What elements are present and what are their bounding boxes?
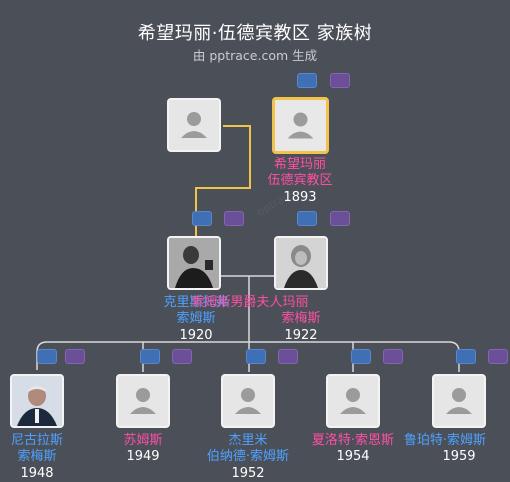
tag-purple[interactable] (330, 73, 350, 88)
person-child4-year: 1954 (336, 449, 370, 464)
person-gen1-mother-year: 1893 (283, 190, 317, 205)
person-child2-year: 1949 (126, 449, 160, 464)
person-gen2-father-photo[interactable] (167, 236, 221, 290)
tag-blue[interactable] (456, 349, 476, 364)
person-child5-photo[interactable] (432, 374, 486, 428)
tag-blue[interactable] (351, 349, 371, 364)
person-child3-year: 1952 (231, 466, 265, 481)
person-child3-name2: 伯纳德·索姆斯 (206, 449, 290, 464)
person-child1-year: 1948 (20, 466, 54, 481)
person-placeholder-icon (181, 112, 207, 138)
person-gen2-mother-name2: 索梅斯 (281, 311, 321, 326)
tag-purple[interactable] (488, 349, 508, 364)
person-gen1-mother-name1: 希望玛丽 (273, 157, 326, 172)
tag-purple[interactable] (224, 211, 244, 226)
person-child1-photo[interactable] (10, 374, 64, 428)
tag-blue[interactable] (246, 349, 266, 364)
person-child5-name1: 鲁珀特·索姆斯 (403, 433, 487, 448)
person-child5-year: 1959 (442, 449, 476, 464)
person-gen1-mother-photo[interactable] (272, 97, 329, 154)
tag-purple[interactable] (330, 211, 350, 226)
person-gen1-mother-name2: 伍德宾教区 (267, 173, 333, 188)
person-placeholder-icon (235, 388, 261, 414)
person-gen1-father-photo[interactable] (167, 98, 221, 152)
person-child2-photo[interactable] (116, 374, 170, 428)
person-placeholder-icon (340, 388, 366, 414)
portrait-photo (12, 376, 62, 426)
person-placeholder-icon (287, 112, 314, 139)
person-gen2-father-name1: 克里斯托弗 (163, 295, 229, 310)
tag-purple[interactable] (172, 349, 192, 364)
tag-purple[interactable] (65, 349, 85, 364)
person-child3-photo[interactable] (221, 374, 275, 428)
portrait-photo (169, 238, 219, 288)
tag-blue[interactable] (192, 211, 212, 226)
person-gen2-father-year: 1920 (179, 328, 213, 343)
tag-blue[interactable] (297, 211, 317, 226)
person-gen2-mother-year: 1922 (284, 328, 318, 343)
person-child1-name2: 索梅斯 (17, 449, 57, 464)
tag-blue[interactable] (297, 73, 317, 88)
page-subtitle: 由 pptrace.com 生成 (192, 48, 318, 63)
person-placeholder-icon (446, 388, 472, 414)
person-gen2-mother-name1: 索姆斯男爵夫人玛丽 (191, 295, 309, 310)
person-child2-name1: 苏姆斯 (123, 433, 163, 448)
person-child1-name1: 尼古拉斯 (10, 433, 63, 448)
person-child3-name1: 杰里米 (228, 433, 268, 448)
page-title: 希望玛丽·伍德宾教区 家族树 (137, 23, 373, 44)
portrait-photo (276, 238, 326, 288)
tag-blue[interactable] (140, 349, 160, 364)
tag-purple[interactable] (383, 349, 403, 364)
tag-purple[interactable] (278, 349, 298, 364)
person-child4-photo[interactable] (326, 374, 380, 428)
tag-blue[interactable] (37, 349, 57, 364)
person-gen2-father-name2: 索姆斯 (176, 311, 216, 326)
person-child4-name1: 夏洛特·索恩斯 (311, 433, 395, 448)
person-gen2-mother-photo[interactable] (274, 236, 328, 290)
person-placeholder-icon (130, 388, 156, 414)
